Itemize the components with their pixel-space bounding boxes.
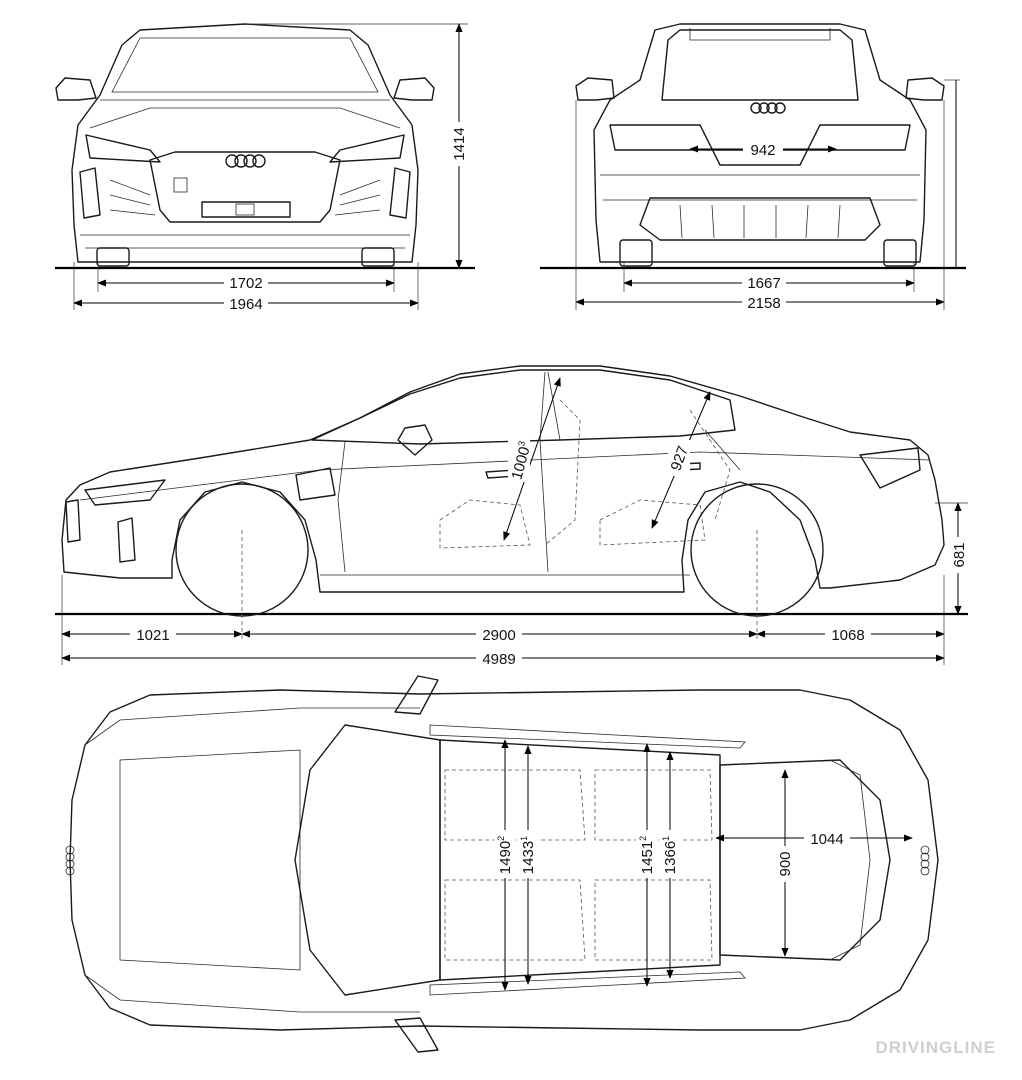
side-mirror (397, 424, 433, 456)
front-overall-width-label: 1964 (229, 296, 262, 313)
rear-track-width-label: 1667 (747, 275, 780, 292)
top-right-mirror (394, 1017, 439, 1053)
top-windshield (294, 724, 441, 996)
side-headlight (84, 479, 166, 506)
wheelbase-label: 2900 (482, 627, 515, 644)
side-front-intake (117, 517, 136, 563)
trunk-width-label: 900 (777, 851, 794, 876)
front-track-width-label: 1702 (229, 275, 262, 292)
front-audi-logo (225, 154, 266, 168)
top-roof (439, 739, 721, 981)
rear-right-mirror (905, 77, 945, 101)
charge-port-flap (295, 467, 336, 501)
rear-elbow-width-label: 13661 (661, 836, 679, 874)
top-body-outline (69, 689, 939, 1031)
side-body-outline (61, 365, 945, 593)
front-shoulder-width-label: 14902 (496, 836, 514, 874)
rear-left-mirror (575, 77, 615, 101)
top-front-logo (65, 845, 75, 876)
rear-diffuser (639, 197, 881, 241)
top-front-seats (444, 769, 586, 961)
front-right-tire (361, 247, 395, 267)
watermark-logo: DRIVINGLINE (875, 1038, 996, 1057)
front-right-intake (389, 167, 411, 219)
top-rear-logo (920, 845, 930, 876)
overall-length-label: 4989 (482, 651, 515, 668)
top-hood (119, 749, 301, 971)
width-with-mirrors-label: 2158 (747, 295, 780, 312)
front-elbow-width-label: 14331 (519, 836, 537, 874)
rear-body-outline (593, 23, 927, 263)
front-left-headlight (85, 134, 161, 163)
rear-audi-logo (750, 102, 786, 114)
front-grille (149, 151, 341, 223)
side-taillight (859, 447, 921, 489)
rear-right-tire (883, 239, 917, 267)
rear-overhang-label: 1068 (831, 627, 864, 644)
rear-view: 942 1667 2158 (540, 23, 966, 312)
top-left-mirror (394, 675, 439, 715)
rear-seat-outline (599, 409, 731, 546)
front-windshield (111, 37, 379, 93)
rear-window-width-label: 942 (750, 142, 775, 159)
front-body-outline (71, 23, 419, 263)
front-overhang-label: 1021 (136, 627, 169, 644)
trunk-depth-label: 1044 (810, 831, 843, 848)
top-rear-window (719, 759, 891, 961)
rear-left-tire (619, 239, 653, 267)
front-view: 1702 1964 1414 (55, 23, 475, 313)
front-left-intake (79, 167, 101, 219)
top-view: 14902 14331 14512 13661 1044 900 (65, 675, 939, 1053)
overall-height-label: 1414 (451, 127, 468, 160)
top-rear-seats (594, 769, 713, 961)
front-right-headlight (329, 134, 405, 163)
front-left-mirror (55, 77, 97, 101)
front-left-tire (96, 247, 130, 267)
rear-bumper-height-label: 681 (951, 542, 968, 567)
front-license-plate (201, 201, 291, 218)
front-right-mirror (393, 77, 435, 101)
rear-window (661, 29, 859, 101)
rear-shoulder-width-label: 14512 (638, 836, 656, 874)
side-view: 10003 927 681 1021 2900 1068 4989 (55, 365, 968, 668)
